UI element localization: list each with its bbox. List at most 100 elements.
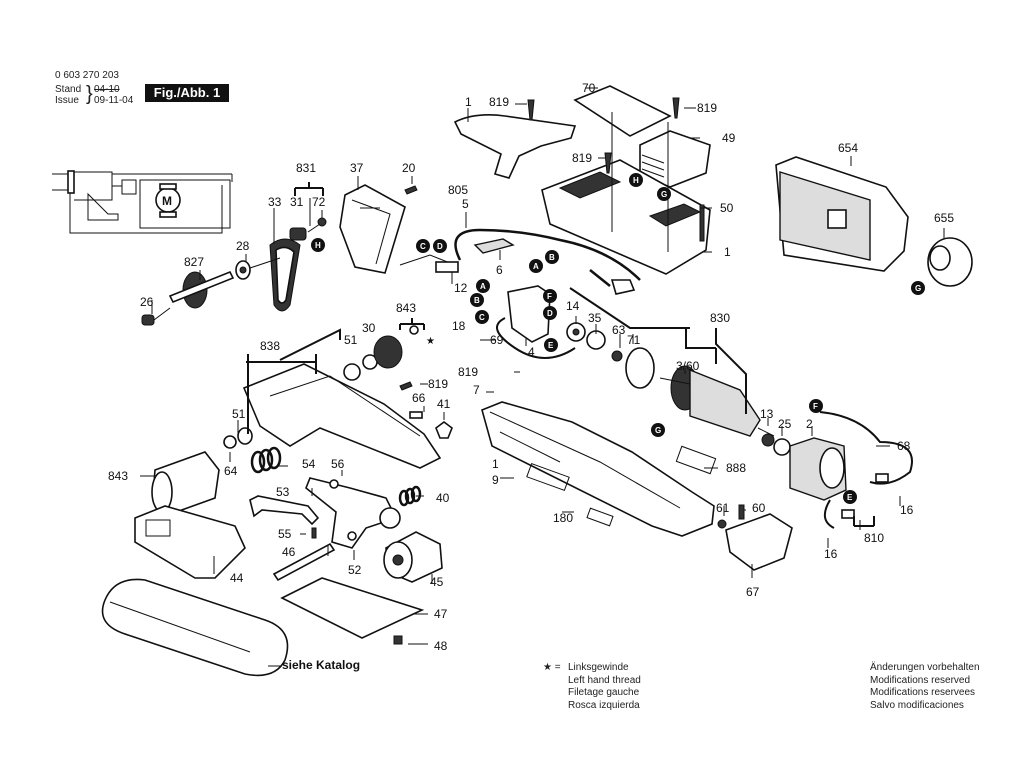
connection-markers: H H G G G C D B A A B C F D E F E [311,173,925,504]
disclaimer-line: Modifications reservees [870,687,976,698]
label-4: 4 [528,345,535,359]
platen-47 [280,577,425,645]
issue-label: Issue [55,95,79,106]
label-1-handle-cover: 1 [465,95,472,109]
marker-f-2: F [809,399,823,413]
label-25: 25 [778,417,792,431]
svg-text:E: E [847,493,853,502]
svg-text:F: F [813,402,818,411]
label-3-60: 3/60 [676,359,700,373]
label-54: 54 [302,457,316,471]
spring-54 [250,446,282,474]
legend-line: Filetage gauche [568,687,640,698]
label-69: 69 [490,333,504,347]
sanding-belt [101,578,289,677]
label-71: 71 [627,333,641,347]
stand-value: 04-10 [94,84,120,95]
stator-2 [789,411,913,529]
label-67: 67 [746,585,760,599]
label-16-right: 16 [900,503,914,517]
label-30: 30 [362,321,376,335]
drive-assembly [141,217,327,326]
marker-c-1: C [416,239,430,253]
washer-56 [329,479,339,489]
svg-text:A: A [533,262,539,271]
label-56: 56 [331,457,345,471]
label-810: 810 [864,531,884,545]
label-843-roller: 843 [396,301,416,315]
legend-star: ★ = [543,662,561,673]
label-180: 180 [553,511,573,525]
label-70: 70 [582,81,596,95]
leader-lines [140,87,945,667]
marker-a-2: A [476,279,490,293]
label-48: 48 [434,639,448,653]
armature-3-60 [659,365,775,437]
marker-d-1: D [433,239,447,253]
fan-cover-37 [339,184,418,274]
svg-text:G: G [661,190,667,199]
marker-f-1: F [543,289,557,303]
label-64: 64 [224,464,238,478]
legend-line: Linksgewinde [568,662,629,673]
clip-12 [435,261,459,273]
label-9 [526,462,570,492]
plate-52 [305,477,401,549]
label-180 [586,507,614,527]
svg-text:G: G [915,284,921,293]
label-20: 20 [402,161,416,175]
svg-text:D: D [547,309,553,318]
marker-d-2: D [543,306,557,320]
label-1-motor-housing: 1 [492,457,499,471]
label-819: 819 [572,151,592,165]
issue-value: 09-11-04 [94,95,134,106]
screw-50 [699,204,705,242]
label-35: 35 [588,311,602,325]
brace: } [86,83,93,105]
bracket-810 [853,516,875,527]
switch-4 [496,285,576,359]
svg-text:B: B [549,253,555,262]
label-52: 52 [348,563,362,577]
marker-g-1: G [657,187,671,201]
label-61: 61 [716,501,730,515]
part-66 [409,411,423,419]
label-16-bottom: 16 [824,547,838,561]
label-831: 831 [296,161,316,175]
marker-b-1: B [545,250,559,264]
label-1-housing: 1 [724,245,731,259]
marker-e-2: E [843,490,857,504]
marker-g-2: G [911,281,925,295]
label-66: 66 [412,391,426,405]
adapter-655 [927,237,973,287]
label-46: 46 [282,545,296,559]
label-49: 49 [722,131,736,145]
legend-lines: Linksgewinde Left hand thread Filetage g… [568,662,641,712]
label-888: 888 [726,461,746,475]
label-888 [675,445,717,475]
label-31: 31 [290,195,304,209]
marker-c-2: C [475,310,489,324]
label-6: 6 [496,263,503,277]
plug [610,279,636,295]
power-cable [399,228,641,295]
label-26: 26 [140,295,154,309]
label-44: 44 [230,571,244,585]
label-14: 14 [566,299,580,313]
nut-61 [717,519,727,529]
pinion-31 [289,227,307,241]
disclaimer-line: Änderungen vorbehalten [870,662,980,673]
motor-symbol: M [162,194,172,208]
svg-text:F: F [547,292,552,301]
bush-26 [141,314,155,326]
label-55: 55 [278,527,292,541]
label-51-bottom: 51 [232,407,246,421]
bracket-831 [294,182,324,196]
bearings [566,322,791,456]
label-2: 2 [806,417,813,431]
marker-e-1: E [544,338,558,352]
marker-a-1: A [529,259,543,273]
knob-41 [435,421,453,439]
svg-text:B: B [474,296,480,305]
